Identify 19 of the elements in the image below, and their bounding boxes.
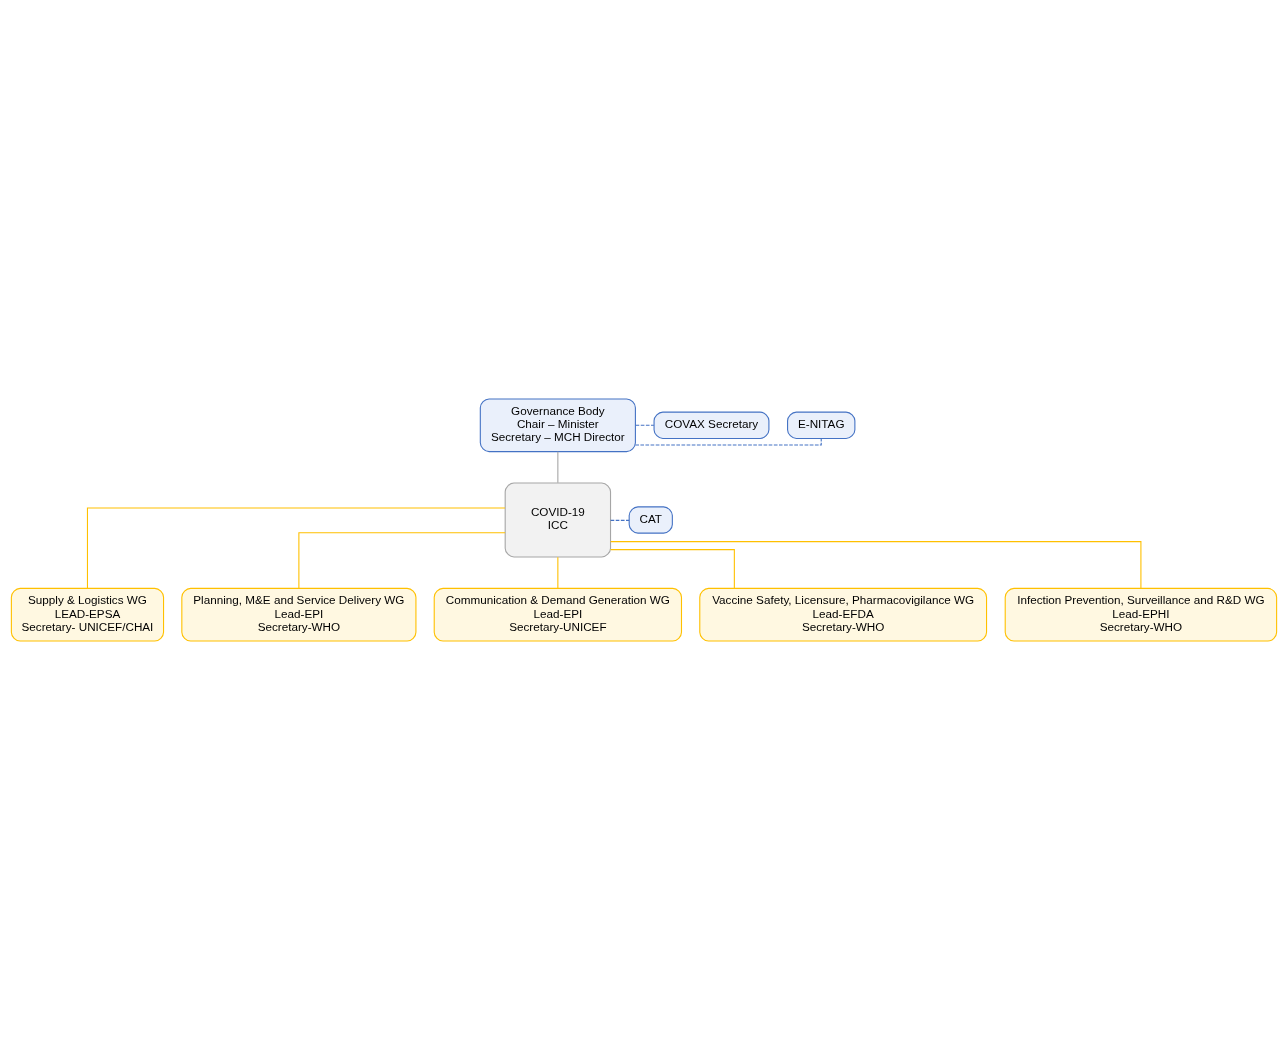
connector: [634, 437, 822, 446]
node-box: Infection Prevention, Surveillance and R&D WG Lead-EPHI Secretary-WHO: [1004, 587, 1278, 642]
node-box: Vaccine Safety, Licensure, Pharmacovigilance WG Lead-EFDA Secretary-WHO: [699, 587, 988, 642]
node-box: CAT: [628, 505, 673, 534]
connector: [86, 506, 506, 589]
connector: [298, 531, 506, 589]
connector: [610, 540, 1142, 589]
node-box: Planning, M&E and Service Delivery WG Lead-EPI Secretary-WHO: [181, 587, 417, 642]
node-box: COVID-19 ICC: [504, 482, 612, 557]
node-box: Communication & Demand Generation WG Lead-EPI Secretary-UNICEF: [433, 587, 683, 642]
node-box: E-NITAG: [787, 411, 856, 439]
node-box: Governance Body Chair – Minister Secretary – MCH Director: [479, 397, 636, 452]
node-box: Supply & Logistics WG LEAD-EPSA Secretary- UNICEF/CHAI: [10, 587, 165, 642]
node-box: COVAX Secretary: [653, 411, 770, 439]
connector: [635, 424, 655, 426]
connector: [610, 548, 735, 589]
connector: [557, 450, 559, 483]
connector: [610, 519, 630, 521]
connector: [557, 556, 559, 589]
